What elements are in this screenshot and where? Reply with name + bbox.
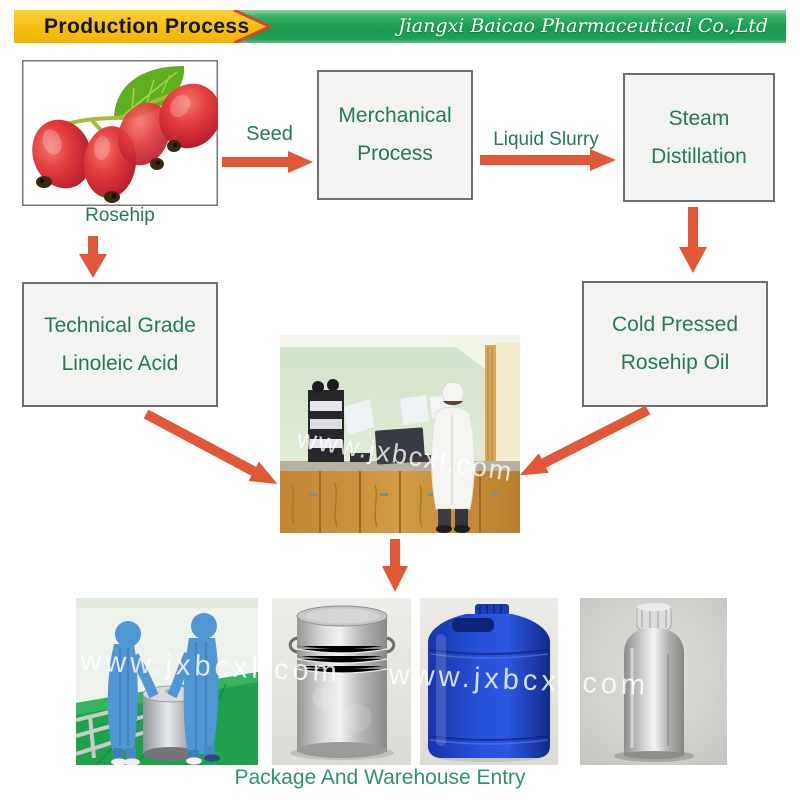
company-name: Jiangxi Baicao Pharmaceutical Co.,Ltd [398,15,768,37]
steel-drum-photo [272,598,411,765]
lab-equipment [308,379,454,465]
down-arrow-icon [78,236,108,278]
technician-figure [431,381,475,533]
drum-handle [386,636,396,654]
box-line: Process [357,142,433,165]
bottom-caption: Package And Warehouse Entry [234,766,526,789]
rosehip-label: Rosehip [85,205,155,226]
packing-workers-photo [76,598,258,765]
drum-handle [288,636,298,654]
box-line: Steam [668,106,730,130]
worker-right [167,613,220,765]
liquid-slurry-label: Liquid Slurry [493,129,599,150]
aluminum-bottle-photo [580,598,727,765]
header-banner: Production Process Jiangxi Baicao Pharma… [14,10,786,43]
diagonal-arrow-icon [140,403,284,495]
blue-jerrycan-photo [420,598,558,765]
box-line: Rosehip Oil [620,351,730,374]
down-arrow-icon [381,539,409,592]
seed-label: Seed [246,123,293,145]
liquid-slurry-arrow-icon [480,148,617,172]
lab-photo: www.jxbcxl.com [280,335,520,533]
rosehip-berries [32,83,218,198]
box-line: Cold Pressed [611,313,739,336]
worker-left [107,621,159,765]
rosehip-photo [22,60,218,206]
page-title: Production Process [44,15,250,38]
seed-arrow-icon [222,150,314,174]
box-line: Distillation [651,144,747,168]
box-line: Merchanical [338,104,452,127]
mechanical-process-box: Merchanical Process [317,70,473,200]
box-line: Technical Grade [44,313,196,337]
yellow-chevron-shape [14,10,272,43]
technical-grade-box: Technical Grade Linoleic Acid [22,282,218,407]
steam-distillation-box: Steam Distillation [623,73,775,202]
box-line: Linoleic Acid [61,351,179,375]
can-handle [452,618,494,632]
down-arrow-icon [678,207,708,273]
cold-pressed-box: Cold Pressed Rosehip Oil [582,281,768,407]
berry-calyxes [36,140,181,203]
diagonal-arrow-icon [513,399,653,486]
